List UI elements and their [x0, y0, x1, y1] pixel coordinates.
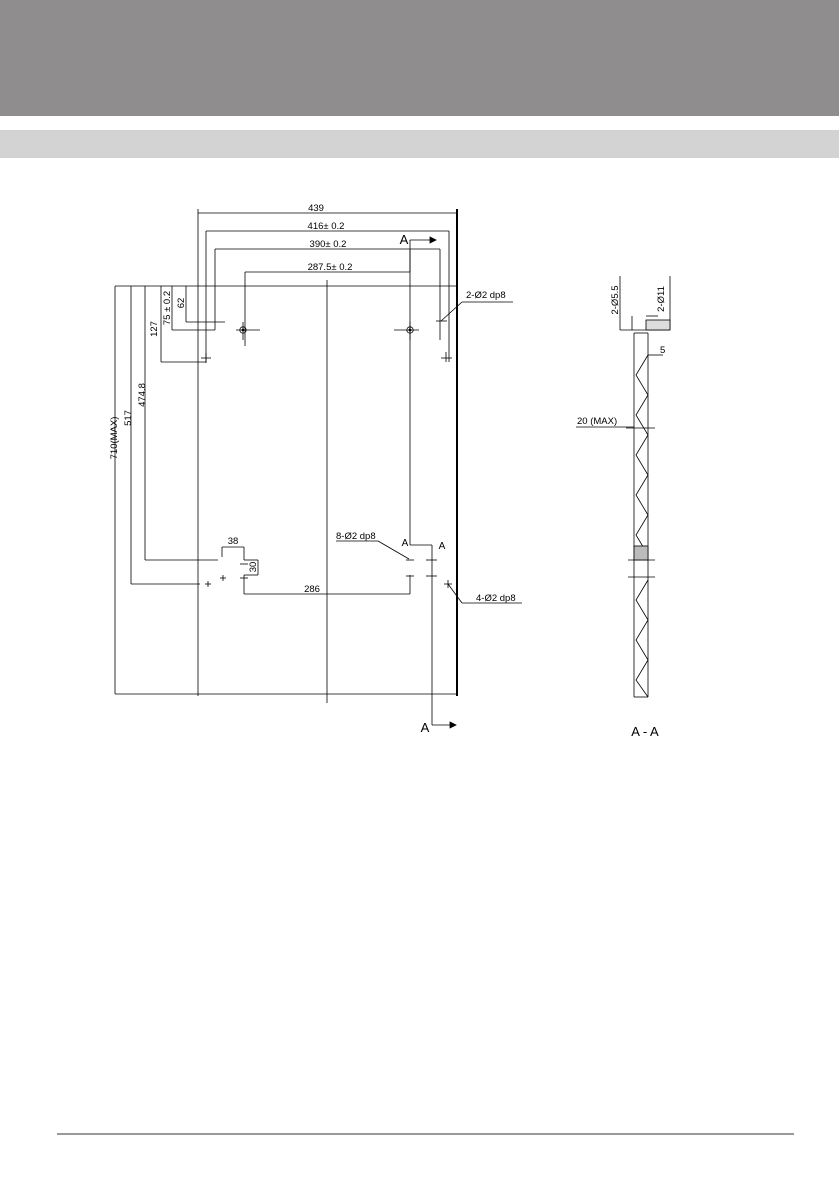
section-marker-top: A	[400, 232, 409, 247]
dim-38: 38	[228, 536, 239, 547]
dim-517: 517	[123, 410, 134, 426]
dim-127: 127	[149, 321, 160, 337]
dim-416: 416± 0.2	[308, 221, 345, 232]
label-2-phi2: 2-Ø2 dp8	[466, 290, 506, 301]
dim-287-5: 287.5± 0.2	[308, 262, 353, 273]
dim-2-phi11: 2-Ø11	[656, 286, 667, 312]
dim-75: 75 ± 0.2	[162, 291, 173, 325]
dim-286: 286	[304, 584, 320, 595]
section-heading-band	[0, 130, 839, 158]
section-view-title: A - A	[631, 724, 659, 739]
dim-62: 62	[176, 298, 187, 309]
dim-390: 390± 0.2	[310, 239, 347, 250]
dim-5: 5	[660, 345, 665, 356]
dim-30: 30	[248, 562, 259, 573]
dim-2-phi5-5: 2-Ø5.5	[610, 285, 621, 314]
dim-439: 439	[308, 203, 324, 214]
section-marker-bottom: A	[421, 720, 430, 735]
section-marker-mid-right: A	[439, 541, 446, 552]
dim-474-8: 474.8	[137, 383, 148, 407]
label-8-phi2: 8-Ø2 dp8	[336, 531, 376, 542]
header-band	[0, 0, 839, 116]
label-4-phi2: 4-Ø2 dp8	[476, 593, 516, 604]
dim-20-max: 20 (MAX)	[577, 416, 617, 427]
section-marker-mid-left: A	[402, 538, 409, 549]
dim-710-max: 710(MAX)	[109, 417, 120, 460]
footer-rule	[57, 1133, 794, 1135]
